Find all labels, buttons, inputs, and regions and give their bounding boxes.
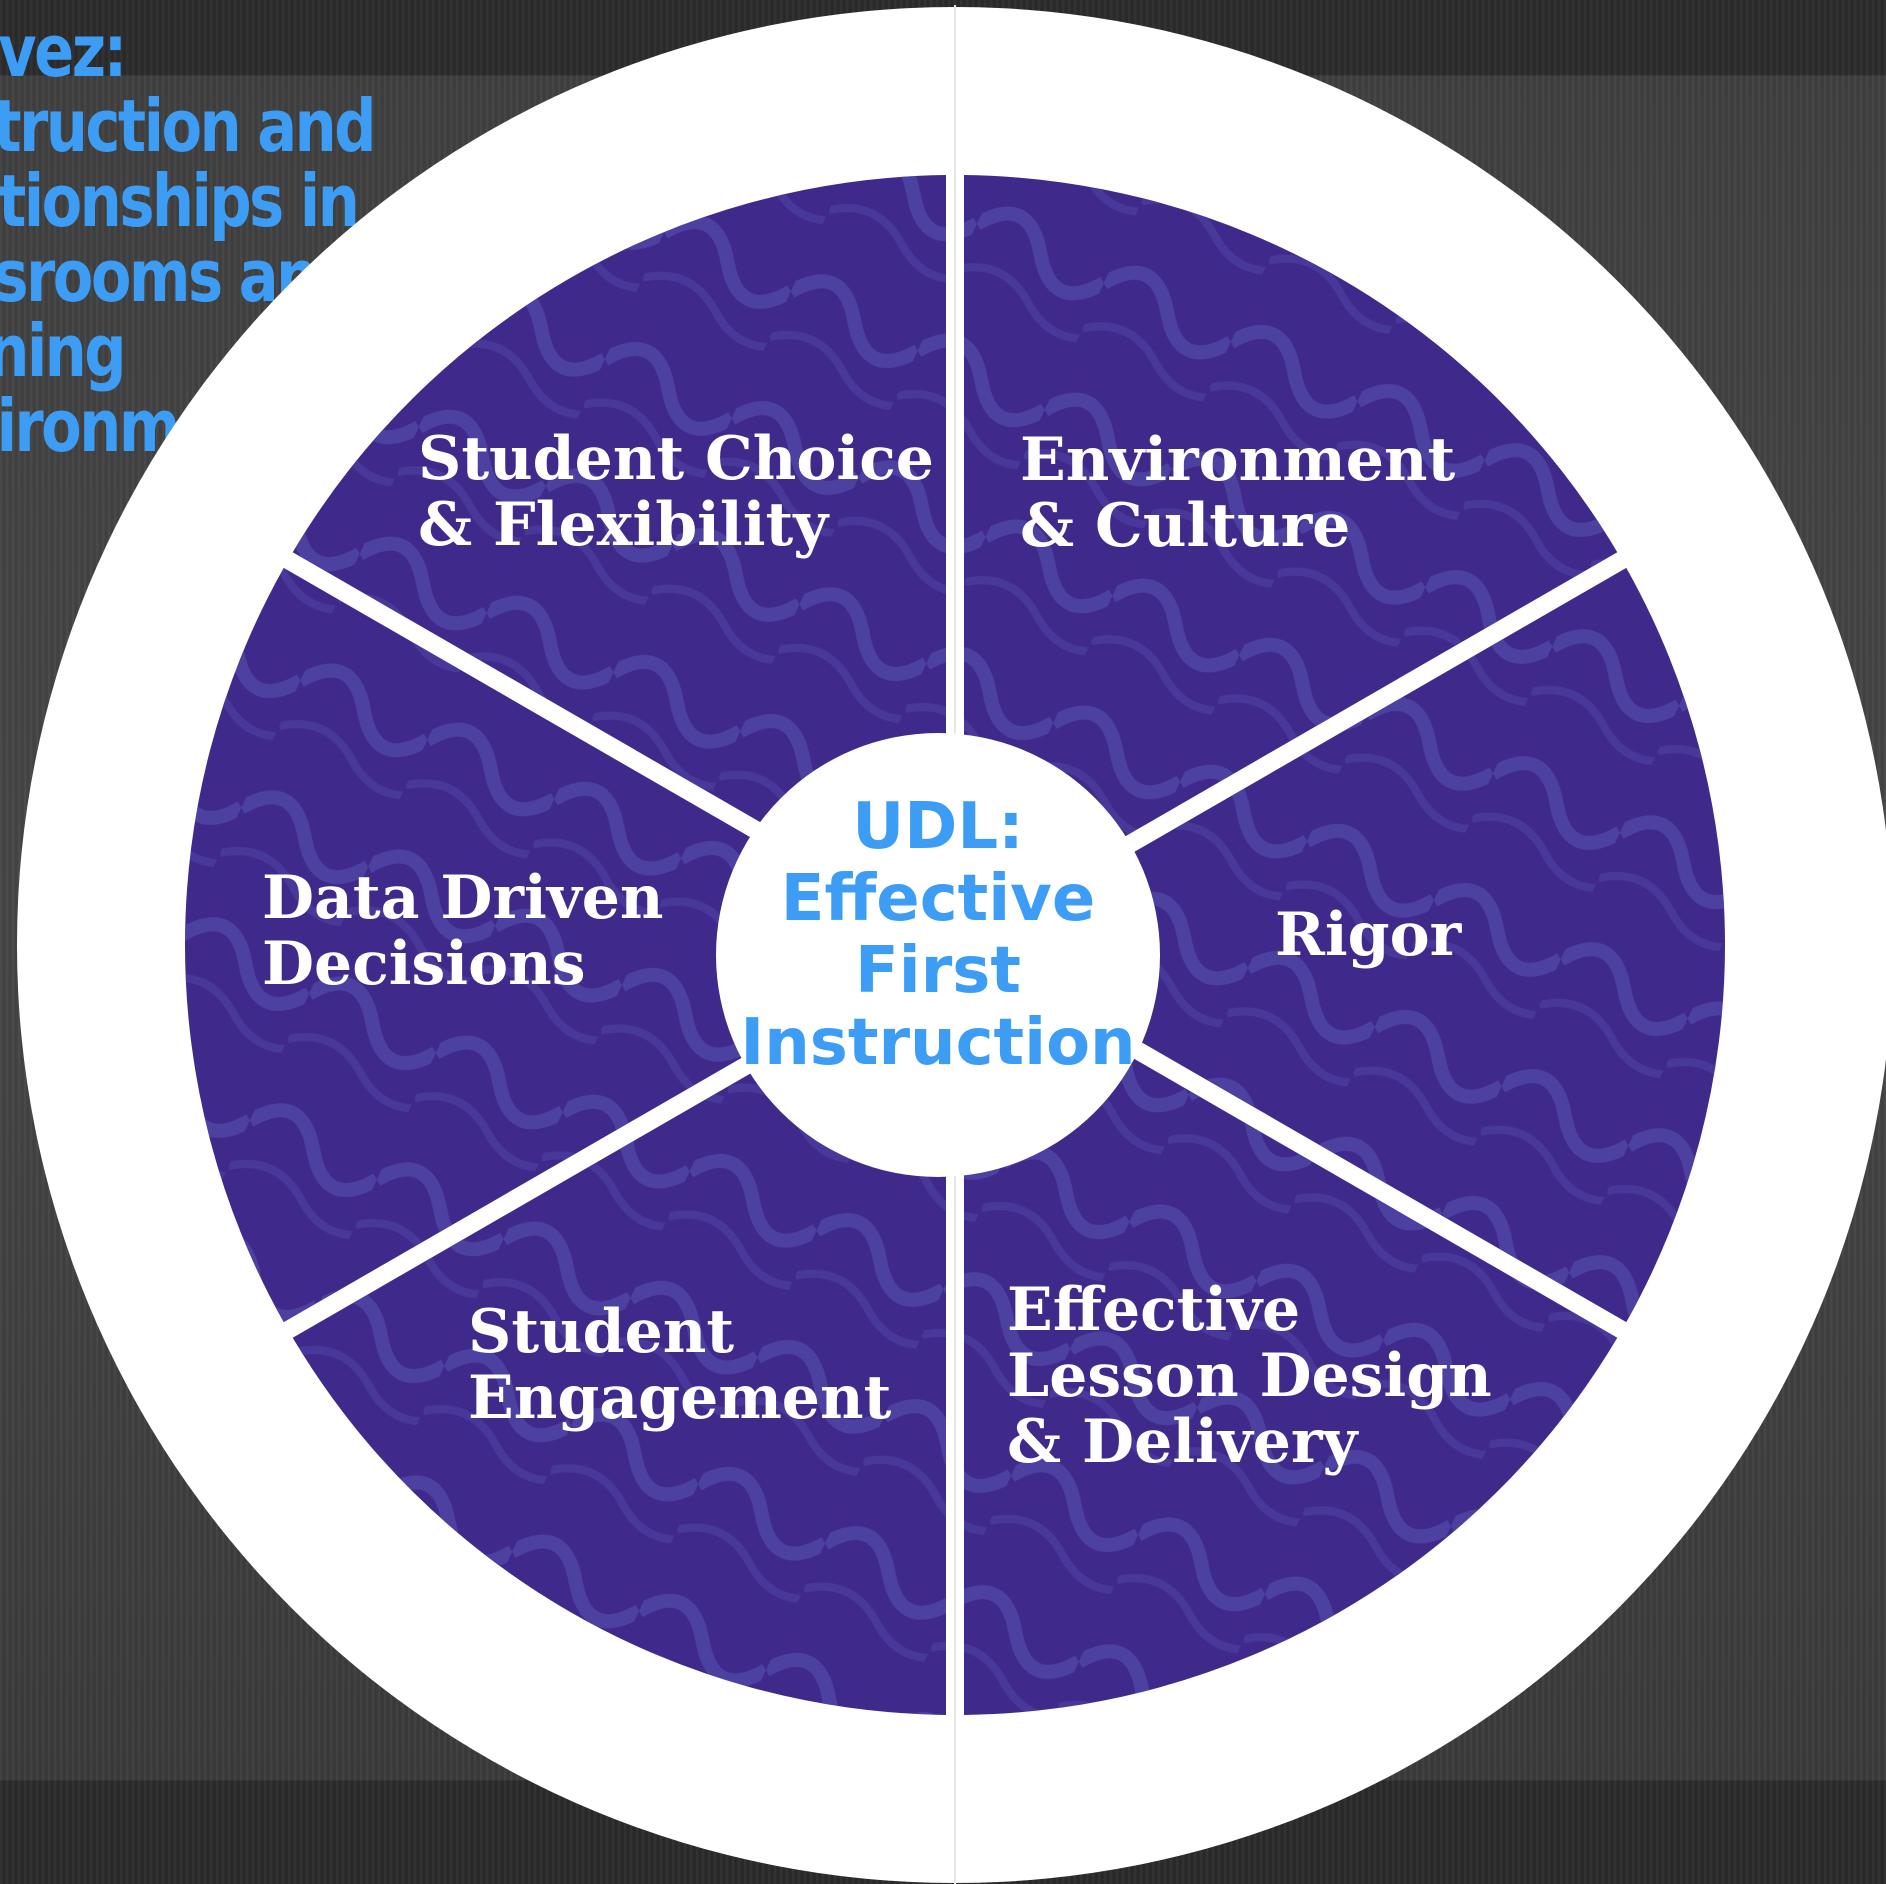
segment-label-environment-culture: Environment& Culture — [1020, 425, 1456, 561]
segment-label-rigor: Rigor — [1275, 900, 1463, 970]
segment-texture-effective-lesson-design — [963, 1043, 1618, 1715]
segment-label-student-choice-flexibility: Student Choice& Flexibility — [418, 424, 934, 560]
hub-circle — [716, 733, 1160, 1177]
segment-texture-student-choice-flexibility — [292, 175, 947, 847]
segments-group — [184, 175, 1726, 1715]
segment-texture-environment-culture — [963, 175, 1618, 847]
segment-texture-rigor — [1116, 567, 1726, 1323]
segment-texture-data-driven-decisions — [184, 567, 794, 1323]
segment-texture-student-engagement — [292, 1043, 947, 1715]
